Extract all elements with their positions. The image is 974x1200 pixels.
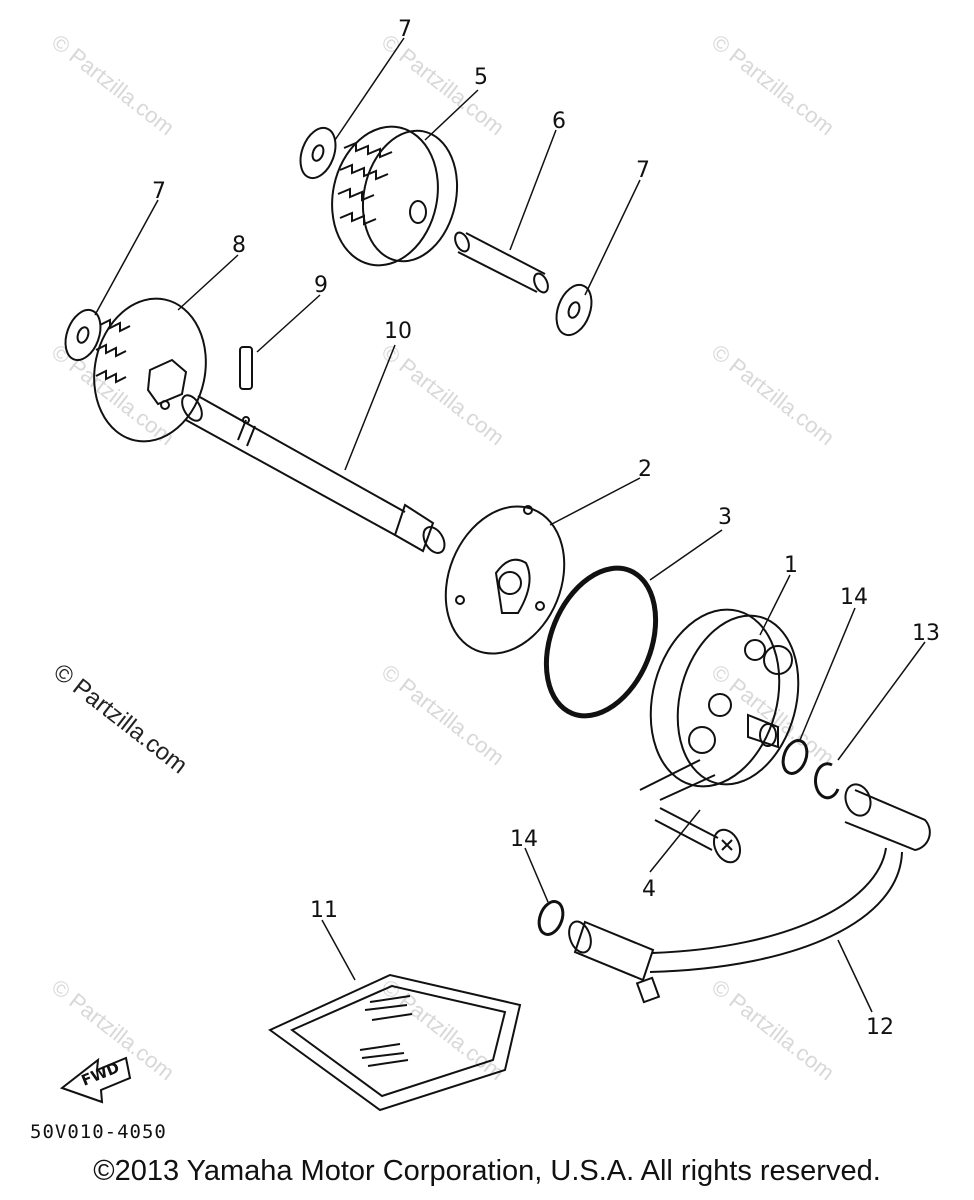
o-ring: [543, 565, 659, 719]
copyright-notice: ©2013 Yamaha Motor Corporation, U.S.A. A…: [93, 1155, 881, 1187]
leader-lines: [94, 37, 926, 1013]
callout-3: 3: [718, 505, 732, 530]
callout-6: 6: [552, 109, 566, 134]
callout-numbers: 7 5 6 7 7 8 9 10 2 3 1 14 13 4 14 11 12: [152, 17, 940, 1040]
idler-gear: [331, 125, 459, 267]
drive-gear: [93, 297, 207, 443]
shaft: [454, 231, 549, 294]
callout-14-upper: 14: [840, 585, 868, 610]
callout-13: 13: [912, 621, 940, 646]
small-o-ring-lower: [537, 900, 565, 936]
washer-right: [555, 283, 593, 337]
callout-7-left: 7: [152, 179, 166, 204]
oil-pump-body: [639, 608, 800, 801]
watermark: © Partzilla.com: [707, 974, 839, 1085]
callout-1: 1: [784, 553, 798, 578]
part-code: 50V010-4050: [30, 1121, 167, 1143]
watermark: © Partzilla.com: [47, 339, 179, 450]
callout-9: 9: [314, 273, 328, 298]
circlip: [814, 762, 840, 800]
callout-10: 10: [384, 319, 412, 344]
callout-4: 4: [642, 877, 656, 902]
callout-7-top: 7: [398, 17, 412, 42]
watermark: © Partzilla.com: [377, 339, 509, 450]
washer-left: [64, 308, 102, 362]
watermark-dark: © Partzilla.com: [48, 658, 192, 779]
pump-cover-plate: [444, 505, 566, 655]
callout-8: 8: [232, 233, 246, 258]
fwd-arrow-icon: [59, 1056, 132, 1104]
callout-11: 11: [310, 898, 338, 923]
watermark: © Partzilla.com: [707, 29, 839, 140]
pump-drive-shaft: [181, 394, 446, 554]
callout-2: 2: [638, 457, 652, 482]
oil-delivery-pipe: [568, 783, 931, 1004]
watermark: © Partzilla.com: [377, 974, 509, 1085]
washer-top: [299, 126, 337, 180]
watermark: © Partzilla.com: [377, 659, 509, 770]
watermark: © Partzilla.com: [47, 29, 179, 140]
watermark: © Partzilla.com: [707, 339, 839, 450]
oil-strainer: [268, 973, 522, 1112]
dowel-pin: [239, 346, 253, 390]
callout-12: 12: [866, 1015, 894, 1040]
pan-head-screw: [654, 807, 742, 864]
callout-7-right: 7: [636, 158, 650, 183]
callout-14-lower: 14: [510, 827, 538, 852]
small-o-ring-upper: [781, 739, 809, 775]
callout-5: 5: [474, 65, 488, 90]
